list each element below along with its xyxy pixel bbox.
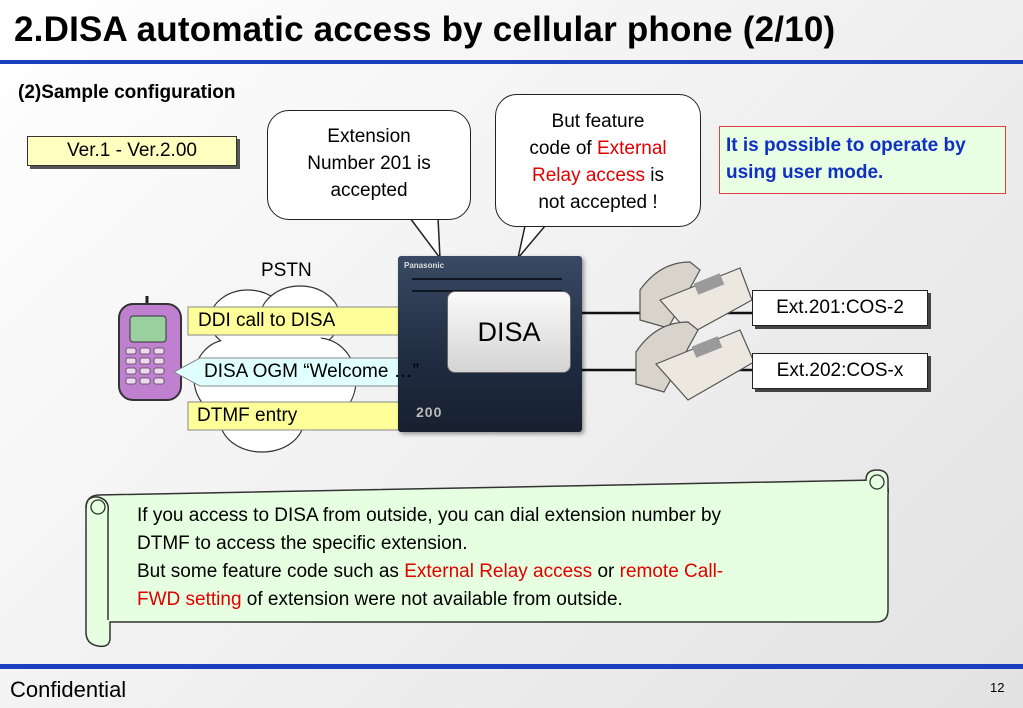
callout-left-line3: accepted [330, 180, 408, 201]
explanation-scroll [85, 469, 889, 648]
slide-title: 2.DISA automatic access by cellular phon… [14, 10, 836, 49]
extension-201-box: Ext.201:COS-2 [752, 290, 928, 326]
explanation-line2: DTMF to access the specific extension. [137, 533, 468, 554]
pbx-model: 200 [416, 404, 443, 420]
version-badge: Ver.1 - Ver.2.00 [27, 136, 237, 166]
pbx-brand: Panasonic [404, 261, 445, 270]
callout-extension-accepted: Extension Number 201 is accepted [267, 110, 471, 220]
callout-right-tail [517, 225, 547, 259]
callout-left-tail [408, 217, 441, 261]
title-divider [0, 60, 1023, 64]
callout-right-line3a: Relay access [532, 165, 645, 186]
extension-202-box: Ext.202:COS-x [752, 353, 928, 389]
pbx-slot-line [412, 278, 562, 280]
callout-left-line2: Number 201 is [307, 153, 431, 174]
page-number: 12 [990, 680, 1005, 695]
section-subtitle: (2)Sample configuration [18, 82, 236, 103]
callout-left-line1: Extension [327, 126, 411, 147]
explanation-line1: If you access to DISA from outside, you … [137, 505, 722, 526]
desk-phone-icon-202 [635, 321, 755, 401]
callout-right-line2a: code of [529, 138, 597, 159]
explanation-line3c: or [592, 561, 620, 582]
cellular-phone-icon [118, 296, 182, 401]
callout-right-line1: But feature [551, 111, 645, 132]
desk-phone-icon-201 [639, 261, 753, 335]
dtmf-entry-label: DTMF entry [197, 405, 298, 426]
user-mode-note: It is possible to operate by using user … [719, 126, 1006, 194]
explanation-line3a: But some feature code such as [137, 561, 405, 582]
disa-ogm-label: DISA OGM “Welcome …” [204, 361, 420, 382]
explanation-line3b: External Relay access [404, 561, 593, 582]
callout-feature-not-accepted: But feature code of External Relay acces… [495, 94, 701, 227]
footer-divider [0, 664, 1023, 669]
disa-box: DISA [447, 291, 571, 373]
confidential-label: Confidential [10, 677, 127, 702]
explanation-line4a: FWD setting [137, 589, 242, 610]
callout-right-line2b: External [596, 138, 667, 159]
explanation-line3d: remote Call- [619, 561, 724, 582]
pstn-label: PSTN [261, 260, 312, 281]
callout-right-line4: not accepted ! [538, 192, 658, 213]
ddi-call-label: DDI call to DISA [198, 310, 336, 331]
explanation-text: If you access to DISA from outside, you … [137, 502, 872, 614]
explanation-line4b: of extension were not available from out… [241, 589, 623, 610]
callout-right-line3b: is [645, 165, 664, 186]
